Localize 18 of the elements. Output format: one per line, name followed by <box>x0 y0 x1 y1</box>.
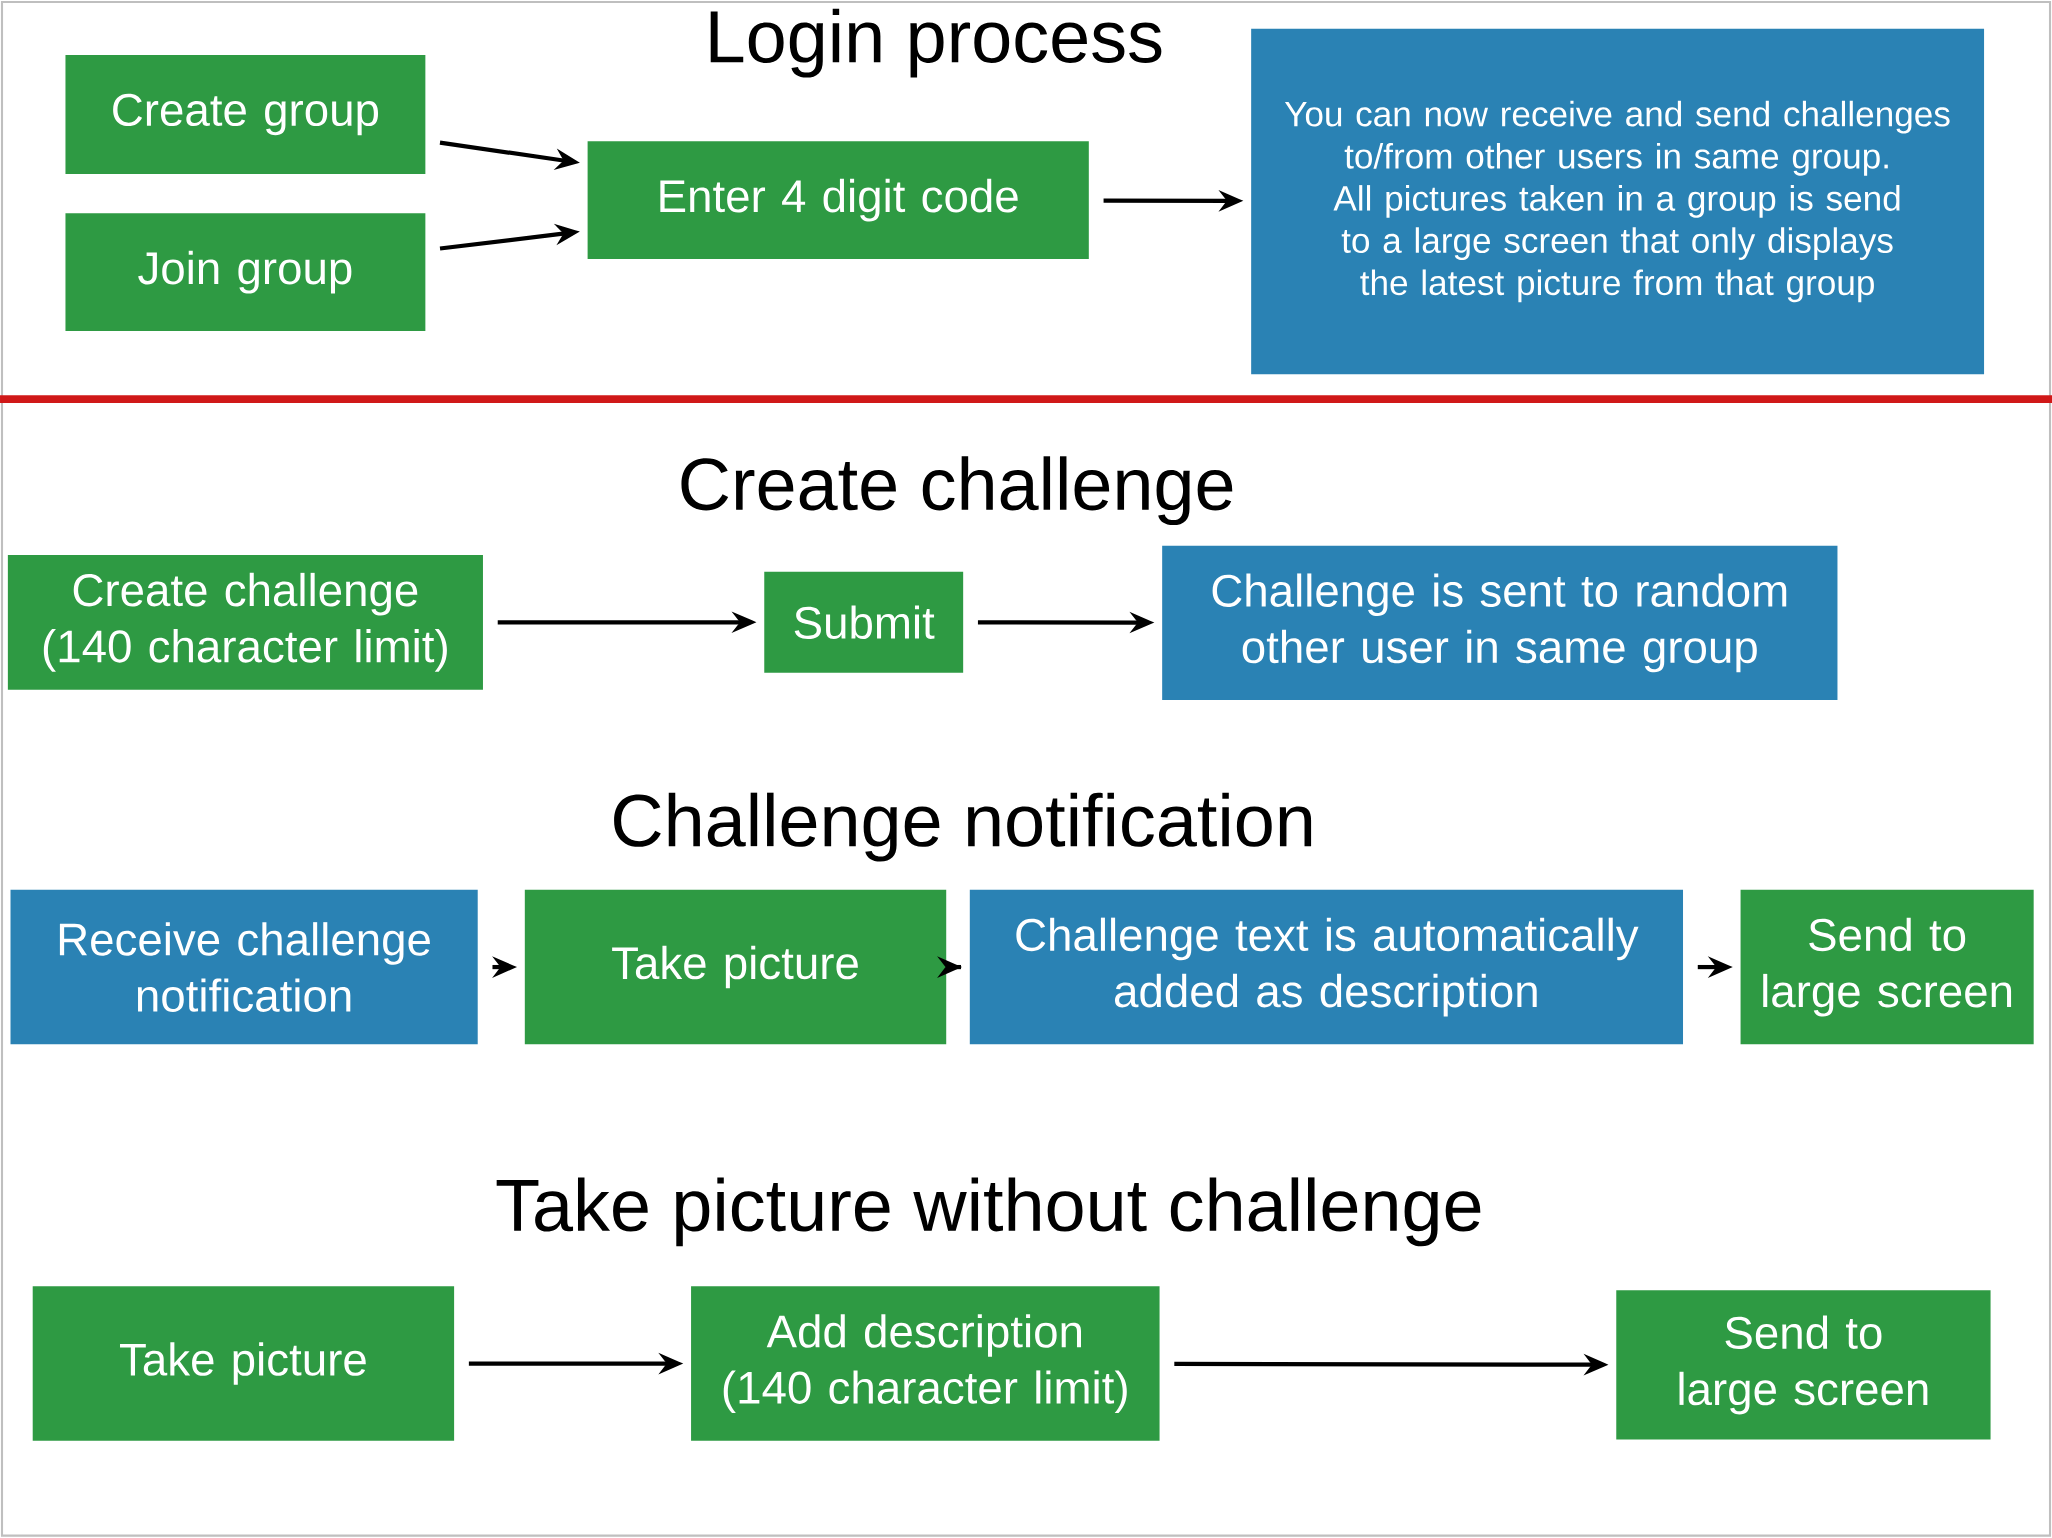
process-box: Send to large screen <box>1616 1290 1991 1440</box>
process-box: Add description (140 character limit) <box>691 1286 1160 1441</box>
process-box: Take picture <box>524 890 947 1045</box>
process-box: Enter 4 digit code <box>587 141 1089 260</box>
section-title: Login process <box>710 8 1162 78</box>
process-box: Challenge is sent to random other user in same group <box>1162 545 1838 701</box>
process-box: Send to large screen <box>1740 890 2034 1045</box>
section-title: Take picture without challenge <box>496 1177 1481 1247</box>
process-box: Submit <box>764 572 964 673</box>
process-box: Challenge text is automatically added as description <box>969 890 1683 1045</box>
section-title: Challenge notification <box>614 792 1312 862</box>
process-box: Receive challenge notification <box>10 890 478 1045</box>
process-box: Join group <box>65 213 426 332</box>
process-box: Take picture <box>32 1286 455 1441</box>
section-title: Create challenge <box>681 456 1233 526</box>
process-box: Create group <box>65 55 426 175</box>
process-box: You can now receive and send challenges to/from other users in same group. All pictures taken in a group is send to a large screen that only displays the latest picture from that group <box>1251 28 1985 375</box>
process-box: Create challenge (140 character limit) <box>7 555 483 690</box>
